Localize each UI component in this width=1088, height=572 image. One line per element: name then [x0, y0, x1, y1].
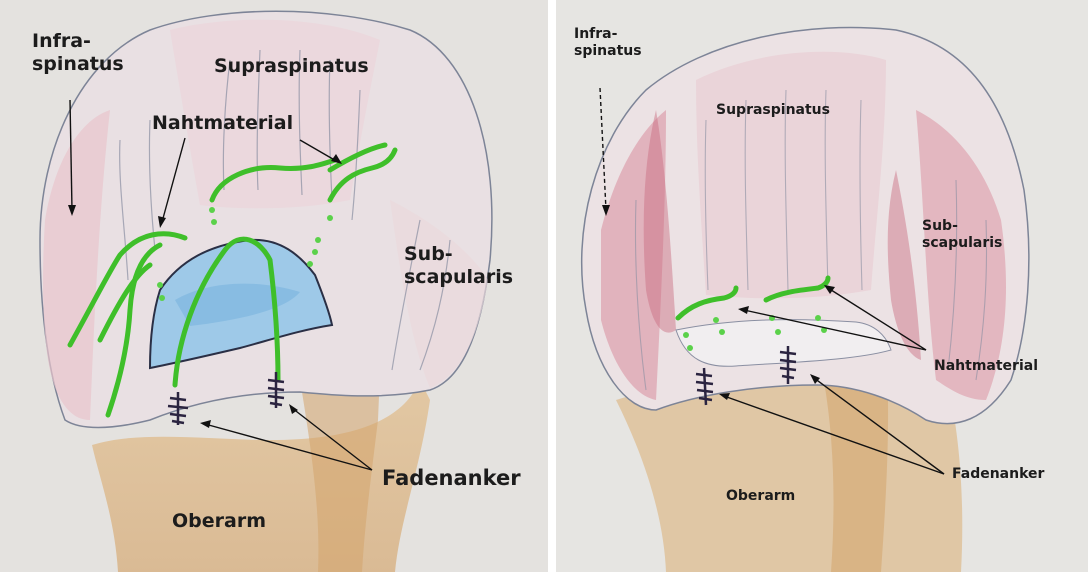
label-subscapularis: Sub- scapularis	[404, 243, 513, 289]
label-nahtmaterial: Nahtmaterial	[152, 112, 293, 135]
label-supraspinatus: Supraspinatus	[716, 102, 830, 119]
label-infraspinatus: Infra- spinatus	[32, 30, 124, 76]
label-supraspinatus: Supraspinatus	[214, 55, 369, 78]
panel-divider	[548, 0, 556, 572]
label-oberarm: Oberarm	[726, 488, 795, 505]
label-fadenanker: Fadenanker	[952, 466, 1044, 483]
right-shoulder-illustration	[556, 0, 1088, 572]
label-oberarm: Oberarm	[172, 510, 266, 533]
left-diagram-panel: Infra- spinatus Supraspinatus Nahtmateri…	[0, 0, 548, 572]
label-fadenanker: Fadenanker	[382, 466, 521, 491]
label-nahtmaterial: Nahtmaterial	[934, 358, 1038, 375]
label-infraspinatus: Infra- spinatus	[574, 26, 642, 60]
right-diagram-panel: Infra- spinatus Supraspinatus Sub- scapu…	[556, 0, 1088, 572]
label-subscapularis: Sub- scapularis	[922, 218, 1002, 252]
